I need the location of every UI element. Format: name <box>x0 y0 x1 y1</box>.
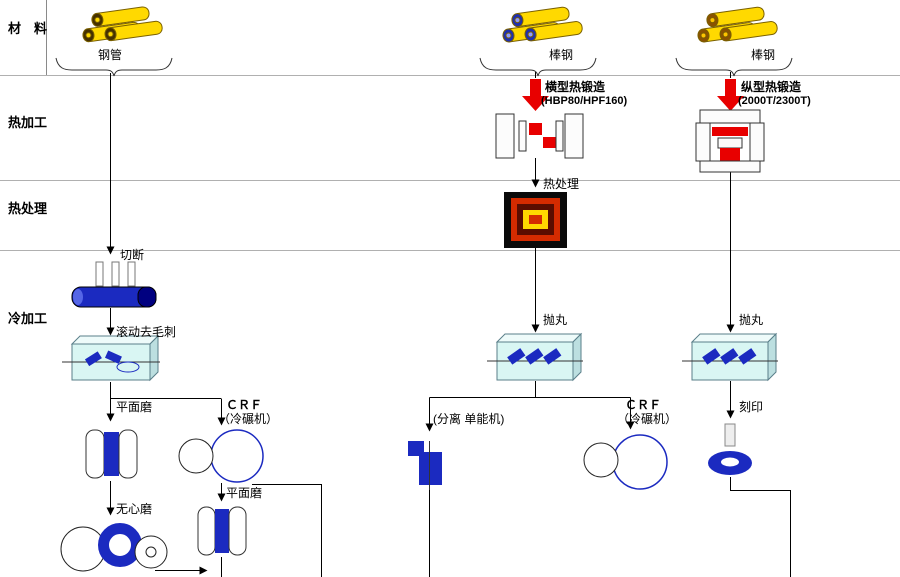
material-label-bar-right: 棒钢 <box>751 48 776 62</box>
label-surface-grind-2: 平面磨 <box>226 486 263 500</box>
steel-bars-right-icon <box>697 6 778 43</box>
brace-pipe <box>55 57 173 77</box>
label-deburr: 滚动去毛刺 <box>116 325 177 339</box>
label-horizontal-forging-spec: (HBP80/HPF160) <box>541 95 628 107</box>
material-braces <box>55 57 793 77</box>
label-crf-left-sub: （冷碾机） <box>218 412 279 426</box>
brace-bar-right <box>675 57 793 77</box>
label-horizontal-forging: 横型热锻造 <box>545 80 606 94</box>
brace-bar-mid <box>479 57 597 77</box>
label-heat-treatment-step: 热处理 <box>543 177 580 191</box>
label-separator: (分离 单能机) <box>433 412 505 426</box>
label-centerless-grind: 无心磨 <box>116 502 153 516</box>
surface-grinder-icon <box>85 429 138 479</box>
deburr-machine-icon <box>62 334 160 382</box>
vertical-forging-machine-icon <box>695 109 765 173</box>
material-label-bar-mid: 棒钢 <box>549 48 574 62</box>
cutting-icon <box>71 261 157 308</box>
row-label-heat-treatment: 热处理 <box>8 201 48 216</box>
steel-pipes-icon <box>82 6 163 43</box>
horizontal-forging-machine-icon <box>495 113 584 159</box>
label-shot-blast-right: 抛丸 <box>739 313 764 327</box>
crf-machine-left-icon <box>178 429 264 483</box>
label-crf-mid-sub: （冷碾机） <box>617 412 678 426</box>
label-shot-blast-mid: 抛丸 <box>543 313 568 327</box>
label-vertical-forging: 纵型热锻造 <box>741 80 802 94</box>
shot-blast-machine-right-icon <box>682 332 778 382</box>
row-divider-lines <box>0 0 900 251</box>
red-arrow-right <box>717 79 744 111</box>
row-label-materials: 材 料 <box>8 21 48 36</box>
row-label-hot-working: 热加工 <box>8 115 48 130</box>
surface-grinder-2-icon <box>197 506 247 556</box>
furnace-icon <box>504 192 567 248</box>
centerless-grinder-icon <box>60 523 168 572</box>
separator-machine-icon <box>408 441 442 490</box>
red-arrow-mid <box>522 79 549 111</box>
label-marking: 刻印 <box>739 400 764 414</box>
label-crf-left: ＣＲＦ <box>226 398 263 412</box>
crf-machine-mid-icon <box>583 434 668 490</box>
material-label-pipe: 钢管 <box>98 48 123 62</box>
shot-blast-machine-mid-icon <box>487 332 583 382</box>
label-cut: 切断 <box>120 248 145 262</box>
marking-icon <box>708 423 752 475</box>
row-label-cold-working: 冷加工 <box>8 311 48 326</box>
label-vertical-forging-spec: (2000T/2300T) <box>738 95 811 107</box>
steel-bars-mid-icon <box>502 6 583 43</box>
flow-connectors <box>106 72 791 577</box>
label-surface-grind-1: 平面磨 <box>116 400 153 414</box>
label-crf-mid: ＣＲＦ <box>625 398 662 412</box>
